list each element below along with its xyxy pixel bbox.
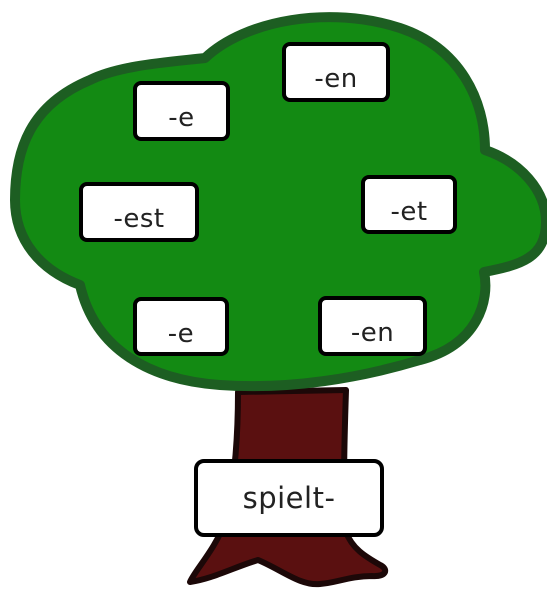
- ending-card-et[interactable]: -et: [361, 175, 457, 234]
- ending-label: -est: [113, 204, 165, 234]
- ending-label: -e: [167, 318, 195, 349]
- ending-label: -en: [314, 64, 358, 94]
- ending-card-e-top[interactable]: -e: [133, 81, 230, 141]
- ending-label: -e: [168, 103, 195, 133]
- ending-card-en-top[interactable]: -en: [282, 42, 390, 102]
- stem-card[interactable]: spielt-: [194, 459, 384, 537]
- ending-card-e-bottom[interactable]: -e: [133, 297, 229, 356]
- stem-label: spielt-: [242, 480, 336, 515]
- ending-label: -en: [350, 318, 395, 348]
- ending-card-est[interactable]: -est: [79, 182, 199, 242]
- ending-label: -et: [390, 196, 428, 227]
- ending-card-en-bottom[interactable]: -en: [318, 296, 427, 356]
